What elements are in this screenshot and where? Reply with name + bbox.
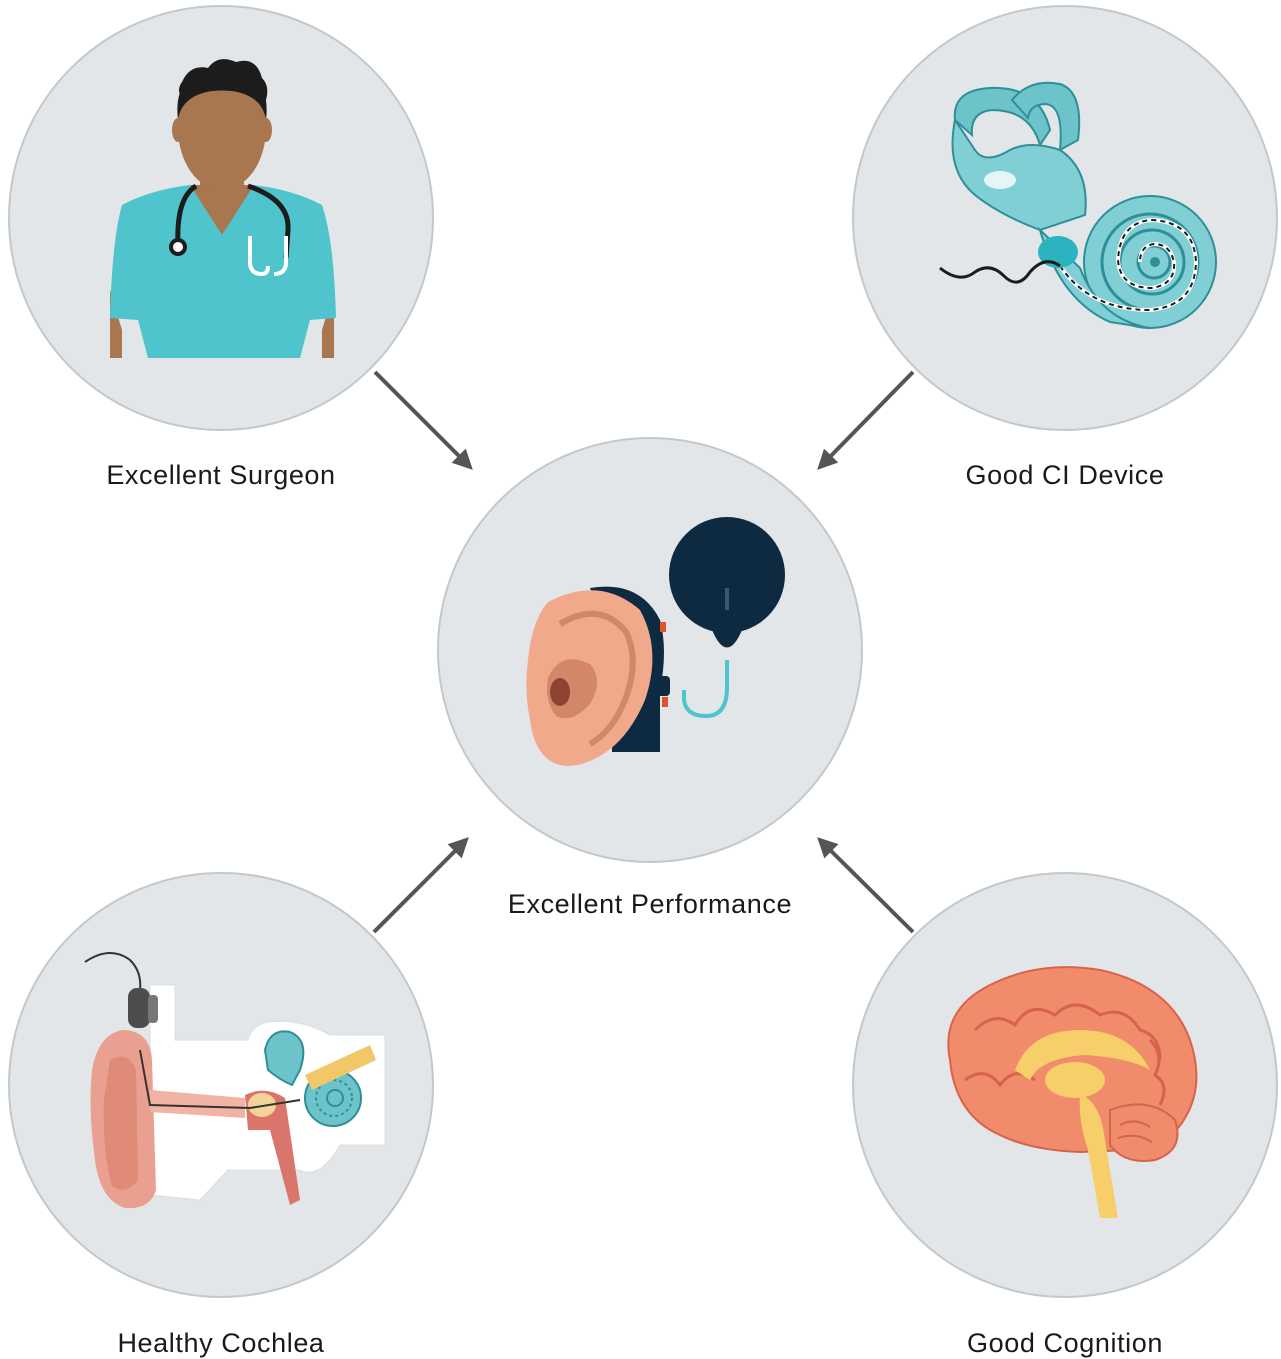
center-label: Excellent Performance bbox=[508, 889, 792, 919]
ear-anatomy-implant-icon bbox=[84, 952, 386, 1209]
node-label: Good CI Device bbox=[966, 460, 1165, 490]
surgeon-icon bbox=[110, 59, 336, 358]
node-label: Good Cognition bbox=[967, 1328, 1163, 1358]
node-cognition: Good Cognition bbox=[852, 872, 1278, 1358]
node-label: Excellent Surgeon bbox=[106, 460, 335, 490]
arrow-cochlea-to-center bbox=[372, 837, 469, 934]
node-label: Healthy Cochlea bbox=[117, 1328, 324, 1358]
node-surgeon: Excellent Surgeon bbox=[8, 5, 434, 490]
arrow-surgeon-to-center bbox=[373, 370, 473, 470]
node-cochlea: Healthy Cochlea bbox=[8, 872, 434, 1358]
cochlear-implant-ear-icon bbox=[526, 517, 785, 766]
arrow-device-to-center bbox=[817, 370, 915, 470]
node-center: Excellent Performance bbox=[437, 437, 863, 919]
arrows bbox=[372, 370, 915, 934]
brain-icon bbox=[947, 966, 1198, 1218]
node-device: Good CI Device bbox=[852, 5, 1278, 490]
arrow-cognition-to-center bbox=[817, 837, 915, 934]
inner-ear-electrode-icon bbox=[939, 81, 1217, 329]
